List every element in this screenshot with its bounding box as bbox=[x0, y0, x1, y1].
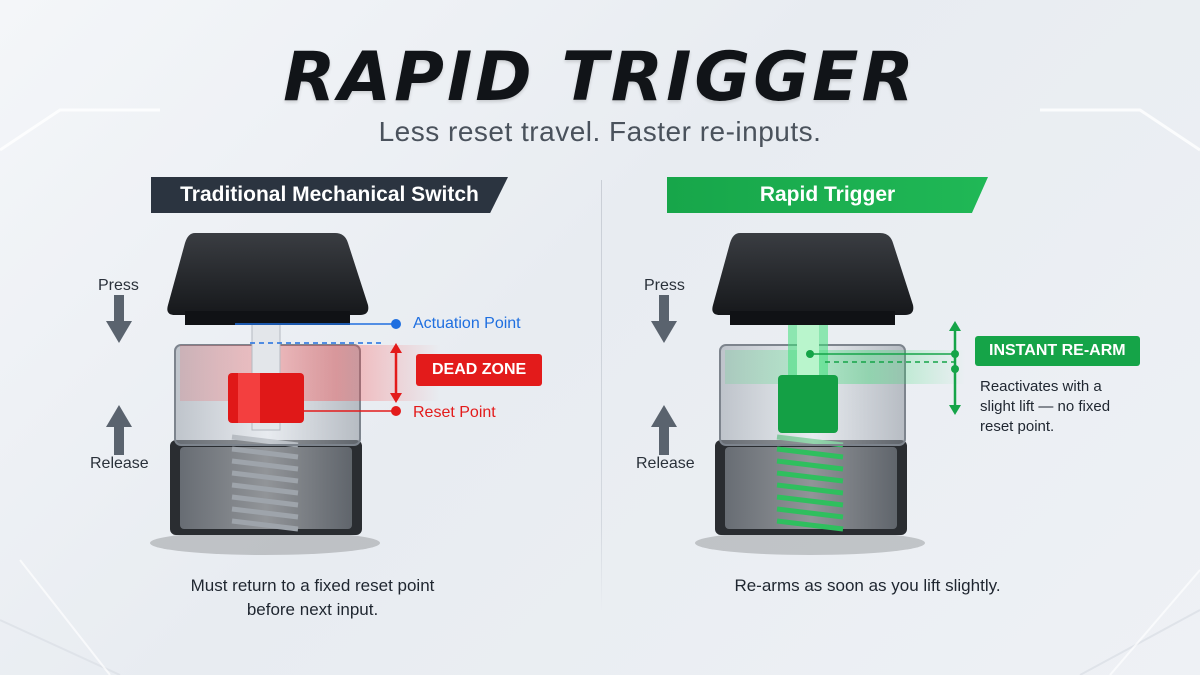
arrow-up-icon bbox=[106, 405, 132, 455]
page-subtitle: Less reset travel. Faster re-inputs. bbox=[378, 116, 822, 147]
traditional-switch-banner: Traditional Mechanical Switch bbox=[151, 177, 508, 213]
rapid-trigger-caption: Re-arms as soon as you lift slightly. bbox=[734, 576, 1001, 595]
actuation-point-label: Actuation Point bbox=[413, 315, 521, 332]
arrow-up-icon bbox=[651, 405, 677, 455]
release-label: Release bbox=[636, 455, 695, 472]
press-label: Press bbox=[98, 277, 139, 294]
double-arrow-icon bbox=[390, 343, 402, 403]
keycap-switch-illustration bbox=[651, 233, 965, 555]
double-arrow-icon bbox=[949, 321, 961, 415]
page-title: RAPID TRIGGER bbox=[283, 38, 917, 117]
rearm-note: Reactivates with a slight lift — no fixe… bbox=[980, 378, 1111, 435]
instant-rearm-badge: INSTANT RE-ARM bbox=[975, 336, 1140, 366]
reset-point-label: Reset Point bbox=[413, 404, 496, 421]
arrow-down-icon bbox=[651, 295, 677, 343]
press-label: Press bbox=[644, 277, 685, 294]
actuation-point-marker bbox=[391, 319, 401, 329]
release-label: Release bbox=[90, 455, 149, 472]
traditional-switch-scene: Press Release Actuation Point DEAD ZONE … bbox=[0, 225, 600, 565]
traditional-caption: Must return to a fixed reset point befor… bbox=[190, 576, 435, 619]
reset-point-marker bbox=[391, 406, 401, 416]
panel-divider bbox=[601, 180, 602, 612]
rapid-trigger-banner: Rapid Trigger bbox=[667, 177, 988, 213]
rapid-trigger-scene: Press Release INSTANT RE-ARM Reactivates… bbox=[600, 225, 1200, 565]
arrow-down-icon bbox=[106, 295, 132, 343]
dead-zone-badge: DEAD ZONE bbox=[416, 354, 543, 386]
keycap-switch-illustration bbox=[106, 233, 440, 555]
